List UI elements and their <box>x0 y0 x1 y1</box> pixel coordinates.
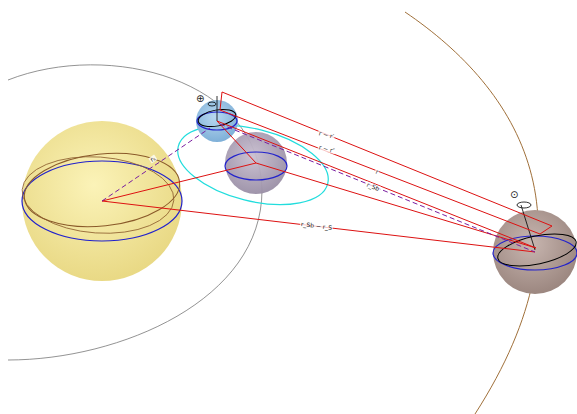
vector-label: r_Sb <box>365 181 381 192</box>
earth-symbol: ⊕ <box>195 94 205 104</box>
sun-symbol: ⊙ <box>509 190 519 200</box>
vector-label: r − r′ <box>317 130 335 140</box>
vector-label: r − r″ <box>317 144 336 154</box>
vector-label: r <box>374 168 380 175</box>
vector-label: r_Sb − r_S <box>300 221 334 231</box>
